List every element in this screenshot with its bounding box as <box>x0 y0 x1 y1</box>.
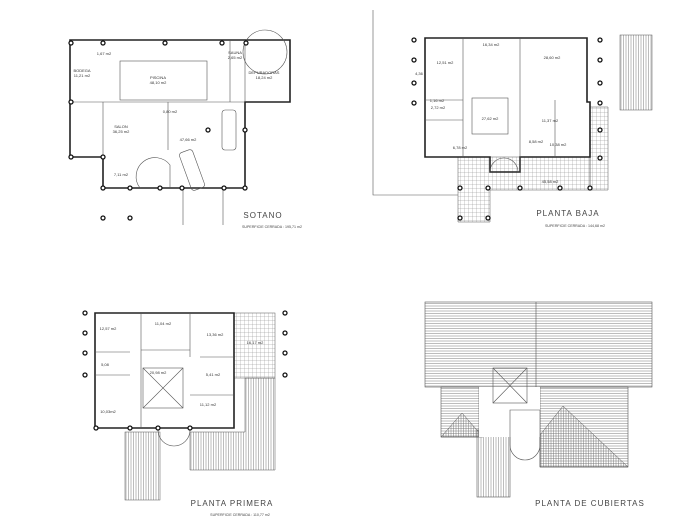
room-area: 20,98 m2 <box>150 370 167 375</box>
plan-title: PLANTA PRIMERA <box>191 499 274 508</box>
plan-title: PLANTA BAJA <box>536 209 599 218</box>
plan-sotano: BODEGA 11,21 m2 1,67 m2 PISCINA 48,10 m2… <box>68 29 302 229</box>
roof-main <box>424 301 653 388</box>
plan-title: SOTANO <box>243 211 282 220</box>
room-area: 1,16 m2 <box>430 98 445 103</box>
room-label: DEPURADORAS <box>249 70 280 75</box>
room-area: 18,24 m2 <box>256 75 273 80</box>
room-area: 11,04 m2 <box>155 321 172 326</box>
tower-roof <box>509 409 541 461</box>
car <box>179 149 205 191</box>
plan-primera: 12,57 m2 11,04 m2 13,36 m2 16,17 m2 5,08… <box>82 310 288 517</box>
room-area: 11,37 m2 <box>542 118 559 123</box>
deck <box>619 34 653 111</box>
roof-wing <box>476 429 511 498</box>
plan-surface: SUPERFICIE CERRADA : 110,77 m2 <box>210 513 270 517</box>
room-area: 10,03m2 <box>100 409 116 414</box>
plan-cubiertas: PLANTA DE CUBIERTAS <box>424 301 653 508</box>
deck <box>124 431 161 501</box>
room-area: 12,57 m2 <box>100 326 117 331</box>
room-area: 16,17 m2 <box>247 340 264 345</box>
room-area: 13,36 m2 <box>207 332 224 337</box>
spiral-stair <box>135 157 171 189</box>
room-area: 12,51 m2 <box>437 60 454 65</box>
skylight <box>492 367 528 404</box>
room-area: 7,11 m2 <box>114 172 129 177</box>
roof-slope <box>189 377 276 471</box>
room-area: 5,08 <box>101 362 110 367</box>
room-label: BODEGA <box>73 68 90 73</box>
room-label: SAUNA <box>228 50 242 55</box>
car <box>221 109 237 151</box>
room-area: 16,34 m2 <box>483 42 500 47</box>
room-area: 5,41 m2 <box>206 372 221 377</box>
room-label: SALON <box>114 124 128 129</box>
room-area: 11,12 m2 <box>200 402 217 407</box>
room-area: 4,36 <box>415 71 424 76</box>
patio <box>471 97 509 135</box>
room-area: 47,66 m2 <box>180 137 197 142</box>
plan-title: PLANTA DE CUBIERTAS <box>535 499 645 508</box>
room-area: 2,72 m2 <box>431 105 446 110</box>
pool <box>119 60 208 101</box>
terrace <box>233 312 276 379</box>
room-label: PISCINA <box>150 75 166 80</box>
depuradora-tank <box>242 29 288 75</box>
room-area: 6,78 m2 <box>453 145 468 150</box>
void <box>142 367 184 409</box>
room-area: 8,58 m2 <box>529 139 544 144</box>
room-area: 0,80 m2 <box>163 109 178 114</box>
room-area: 11,21 m2 <box>74 73 91 78</box>
room-area: 45,58 m2 <box>542 179 559 184</box>
room-area: 27,62 m2 <box>482 116 499 121</box>
room-area: 28,60 m2 <box>544 55 561 60</box>
room-area: 1,67 m2 <box>97 51 112 56</box>
plan-surface: SUPERFICIE CERRADA : 195,71 m2 <box>242 225 302 229</box>
room-area: 36,25 m2 <box>113 129 130 134</box>
room-area: 2,65 m2 <box>228 55 243 60</box>
room-area: 10,38 m2 <box>550 142 567 147</box>
room-area: 48,10 m2 <box>150 80 167 85</box>
plan-surface: SUPERFICIE CERRADA : 144,68 m2 <box>545 224 605 228</box>
plan-baja: 16,34 m2 28,60 m2 12,51 m2 4,36 1,16 m2 … <box>372 10 653 228</box>
